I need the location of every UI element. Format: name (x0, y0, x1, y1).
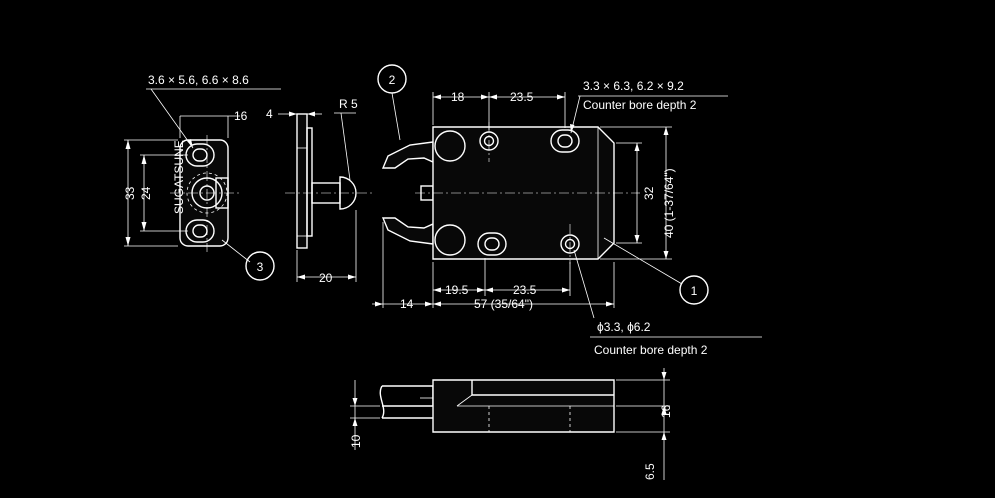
catch-side-view: 10 16 6.5 (349, 368, 673, 480)
hole-size-label-left: 3.6 × 5.6, 6.6 × 8.6 (148, 73, 249, 87)
side-latch (382, 385, 434, 407)
dim-4-label: 4 (266, 107, 273, 121)
counter-bore-label-bottom: Counter bore depth 2 (594, 343, 708, 357)
hole-size-label-right: 3.3 × 6.3, 6.2 × 9.2 (583, 79, 684, 93)
dim-23-5-top-label: 23.5 (510, 90, 534, 104)
slot-top-right (550, 129, 580, 153)
radius-label: R 5 (339, 97, 358, 111)
latch-arm-upper (381, 141, 434, 169)
dim-32-label: 32 (642, 186, 656, 200)
part-3-balloon (245, 251, 275, 281)
dim-18-label: 18 (451, 90, 465, 104)
dim-20-label: 20 (319, 271, 333, 285)
dim-23-5-bottom-label: 23.5 (513, 283, 537, 297)
dim-57-label: 57 (35/64") (474, 297, 533, 311)
counterbore-bottom (560, 234, 580, 254)
body-hole-large-top (434, 130, 466, 162)
strike-side-view: 4 R 5 20 (266, 97, 372, 285)
dim-40-label: 40 (1-37/64") (662, 168, 676, 238)
slot-bottom-left (477, 232, 507, 256)
strike-plate-view: SUGATSUNE 16 3.6 × 5.6, 6.6 × 8.6 33 24 … (123, 73, 281, 281)
dim-33-label: 33 (123, 186, 137, 200)
part-1-balloon (679, 275, 709, 305)
strike-pin-ball (339, 176, 357, 210)
hole-diameter-label: ϕ3.3, ϕ6.2 (597, 320, 651, 334)
dim-6-5-label: 6.5 (643, 463, 657, 480)
body-hole-large-bottom (434, 224, 466, 256)
dim-10-label: 10 (349, 434, 363, 448)
strike-plate-logo: SUGATSUNE (172, 140, 186, 214)
counter-bore-label-top: Counter bore depth 2 (583, 98, 697, 112)
dim-16-side-label: 16 (659, 404, 673, 418)
part-3-number: 3 (257, 260, 264, 274)
dim-16-label: 16 (234, 109, 248, 123)
latch-arm-lower (381, 217, 434, 245)
strike-side-plate (296, 113, 308, 249)
dim-24-label: 24 (139, 186, 153, 200)
part-1-number: 1 (691, 284, 698, 298)
part-2-number: 2 (389, 73, 396, 87)
catch-top-view: 18 23.5 3.3 × 6.3, 6.2 × 9.2 Counter bor… (372, 64, 762, 357)
dim-14-label: 14 (400, 297, 414, 311)
dim-19-5-label: 19.5 (445, 283, 469, 297)
